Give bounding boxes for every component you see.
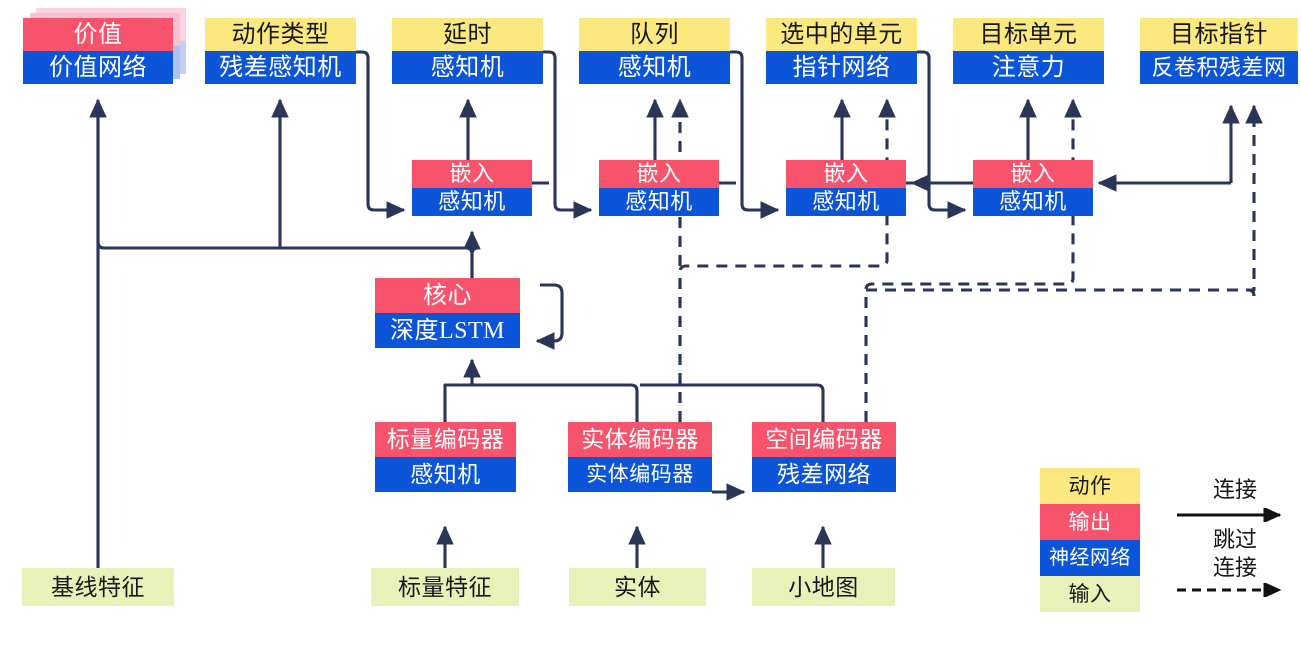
legend-swatch-network: 神经网络: [1040, 540, 1140, 576]
node-delay[interactable]: 延时 感知机: [392, 18, 543, 84]
node-input-scalar-features[interactable]: 标量特征: [371, 568, 519, 606]
node-spatial-encoder[interactable]: 空间编码器 残差网络: [752, 422, 896, 492]
node-queued-body: 感知机: [579, 51, 730, 84]
node-value[interactable]: 价值 价值网络: [23, 18, 173, 84]
node-embed-4-head: 嵌入: [973, 160, 1093, 188]
node-selected-unit[interactable]: 选中的单元 指针网络: [766, 18, 917, 84]
node-core-head: 核心: [375, 278, 520, 313]
node-scalar-encoder-head: 标量编码器: [375, 422, 516, 457]
node-action-type-body: 残差感知机: [205, 51, 356, 84]
legend-connection-arrow: [1176, 506, 1294, 524]
node-input-entities-label: 实体: [569, 568, 706, 606]
node-spatial-encoder-head: 空间编码器: [752, 422, 896, 457]
node-embed-1-head: 嵌入: [412, 160, 532, 188]
node-selected-unit-head: 选中的单元: [766, 18, 917, 51]
skip-spatial-to-targetpoint-corner: [1247, 288, 1256, 297]
node-value-head: 价值: [23, 18, 173, 51]
skip-entityenc-to-selected: [678, 98, 896, 422]
legend-swatch-input: 输入: [1040, 576, 1140, 612]
node-target-unit-body: 注意力: [953, 51, 1104, 84]
node-input-entities[interactable]: 实体: [569, 568, 706, 606]
node-embed-2-body: 感知机: [599, 188, 719, 216]
node-delay-body: 感知机: [392, 51, 543, 84]
node-input-baseline-features-label: 基线特征: [22, 568, 174, 606]
node-value-body: 价值网络: [23, 51, 173, 84]
legend-swatch-output: 输出: [1040, 504, 1140, 540]
legend-swatch-action: 动作: [1040, 468, 1140, 504]
node-embed-1[interactable]: 嵌入 感知机: [412, 160, 532, 216]
legend-connection-label: 连接: [1212, 477, 1257, 502]
node-input-minimap-label: 小地图: [752, 568, 895, 606]
node-target-point-head: 目标指针: [1140, 18, 1298, 51]
wire-core-out-to-embed1: [463, 230, 481, 278]
node-embed-2[interactable]: 嵌入 感知机: [599, 160, 719, 216]
node-embed-2-head: 嵌入: [599, 160, 719, 188]
node-embed-4[interactable]: 嵌入 感知机: [973, 160, 1093, 216]
wire-core-recurrent: [535, 283, 564, 350]
node-queued[interactable]: 队列 感知机: [579, 18, 730, 84]
node-entity-encoder-head: 实体编码器: [568, 422, 712, 457]
node-spatial-encoder-body: 残差网络: [752, 457, 896, 492]
legend-skip-arrow: [1176, 581, 1294, 599]
node-target-unit-head: 目标单元: [953, 18, 1104, 51]
node-scalar-encoder-body: 感知机: [375, 457, 516, 492]
node-queued-head: 队列: [579, 18, 730, 51]
node-delay-head: 延时: [392, 18, 543, 51]
node-entity-encoder-body: 实体编码器: [568, 457, 712, 492]
node-embed-3-body: 感知机: [786, 188, 906, 216]
wire-entityenc-bus: [452, 383, 639, 422]
node-target-point[interactable]: 目标指针 反卷积残差网: [1140, 18, 1298, 84]
node-input-baseline-features[interactable]: 基线特征: [22, 568, 174, 606]
node-target-unit[interactable]: 目标单元 注意力: [953, 18, 1104, 84]
node-core-body: 深度LSTM: [375, 313, 520, 348]
wire-scalarenc-to-core: [443, 358, 481, 422]
wire-spatialenc-bus: [640, 383, 825, 422]
legend-skip-label-line1: 跳过: [1212, 527, 1257, 552]
legend-skip-label-line2: 连接: [1212, 555, 1257, 580]
node-selected-unit-body: 指针网络: [766, 51, 917, 84]
node-input-scalar-features-label: 标量特征: [371, 568, 519, 606]
node-embed-1-body: 感知机: [412, 188, 532, 216]
node-scalar-encoder[interactable]: 标量编码器 感知机: [375, 422, 516, 492]
node-action-type[interactable]: 动作类型 残差感知机: [205, 18, 356, 84]
skip-spatialenc-to-targetunit: [864, 98, 1082, 422]
node-target-point-body: 反卷积残差网: [1140, 51, 1298, 84]
node-input-minimap[interactable]: 小地图: [752, 568, 895, 606]
node-core[interactable]: 核心 深度LSTM: [375, 278, 520, 348]
node-action-type-head: 动作类型: [205, 18, 356, 51]
legend-arrow-key: 连接 跳过 连接: [1176, 478, 1294, 606]
node-embed-4-body: 感知机: [973, 188, 1093, 216]
legend-swatches: 动作 输出 神经网络 输入: [1040, 468, 1140, 612]
node-embed-3[interactable]: 嵌入 感知机: [786, 160, 906, 216]
node-embed-3-head: 嵌入: [786, 160, 906, 188]
node-entity-encoder[interactable]: 实体编码器 实体编码器: [568, 422, 712, 492]
